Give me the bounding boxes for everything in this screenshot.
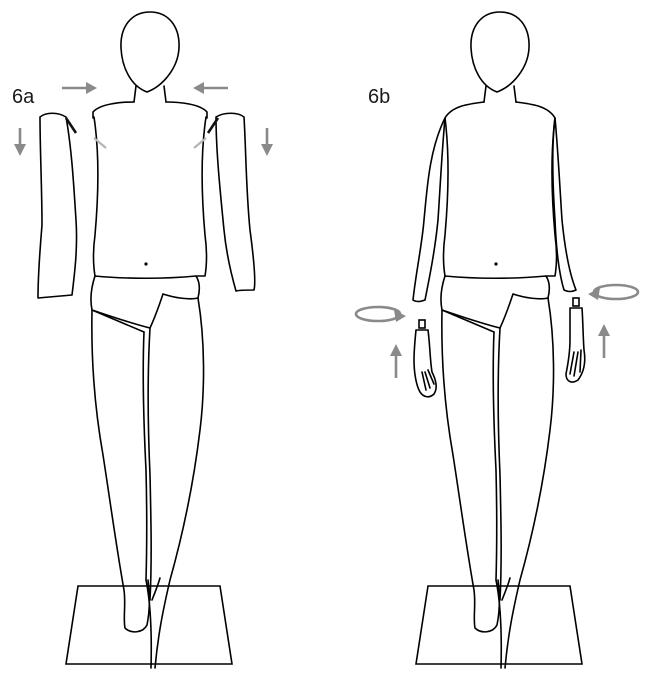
arrow-up-icon <box>598 324 610 358</box>
arrow-up-icon <box>390 344 402 378</box>
rotate-arrow-icon <box>588 285 638 300</box>
mannequin-6a <box>91 12 207 668</box>
arrow-left-icon <box>193 82 228 94</box>
figure-label-6b: 6b <box>368 86 390 108</box>
arrow-down-icon <box>261 128 273 156</box>
right-arm-detached-6a <box>208 113 255 291</box>
arrow-down-icon <box>14 128 26 156</box>
left-arm-detached-6a <box>38 113 77 298</box>
figure-6b: 6b <box>356 12 638 668</box>
figure-label-6a: 6a <box>12 86 35 108</box>
mannequin-6b <box>413 12 576 668</box>
rotate-arrow-icon <box>356 307 406 322</box>
figure-6a: 6a <box>12 12 273 668</box>
arrow-right-icon <box>62 82 97 94</box>
right-hand-detached-6b <box>566 298 585 382</box>
left-hand-detached-6b <box>414 320 436 397</box>
